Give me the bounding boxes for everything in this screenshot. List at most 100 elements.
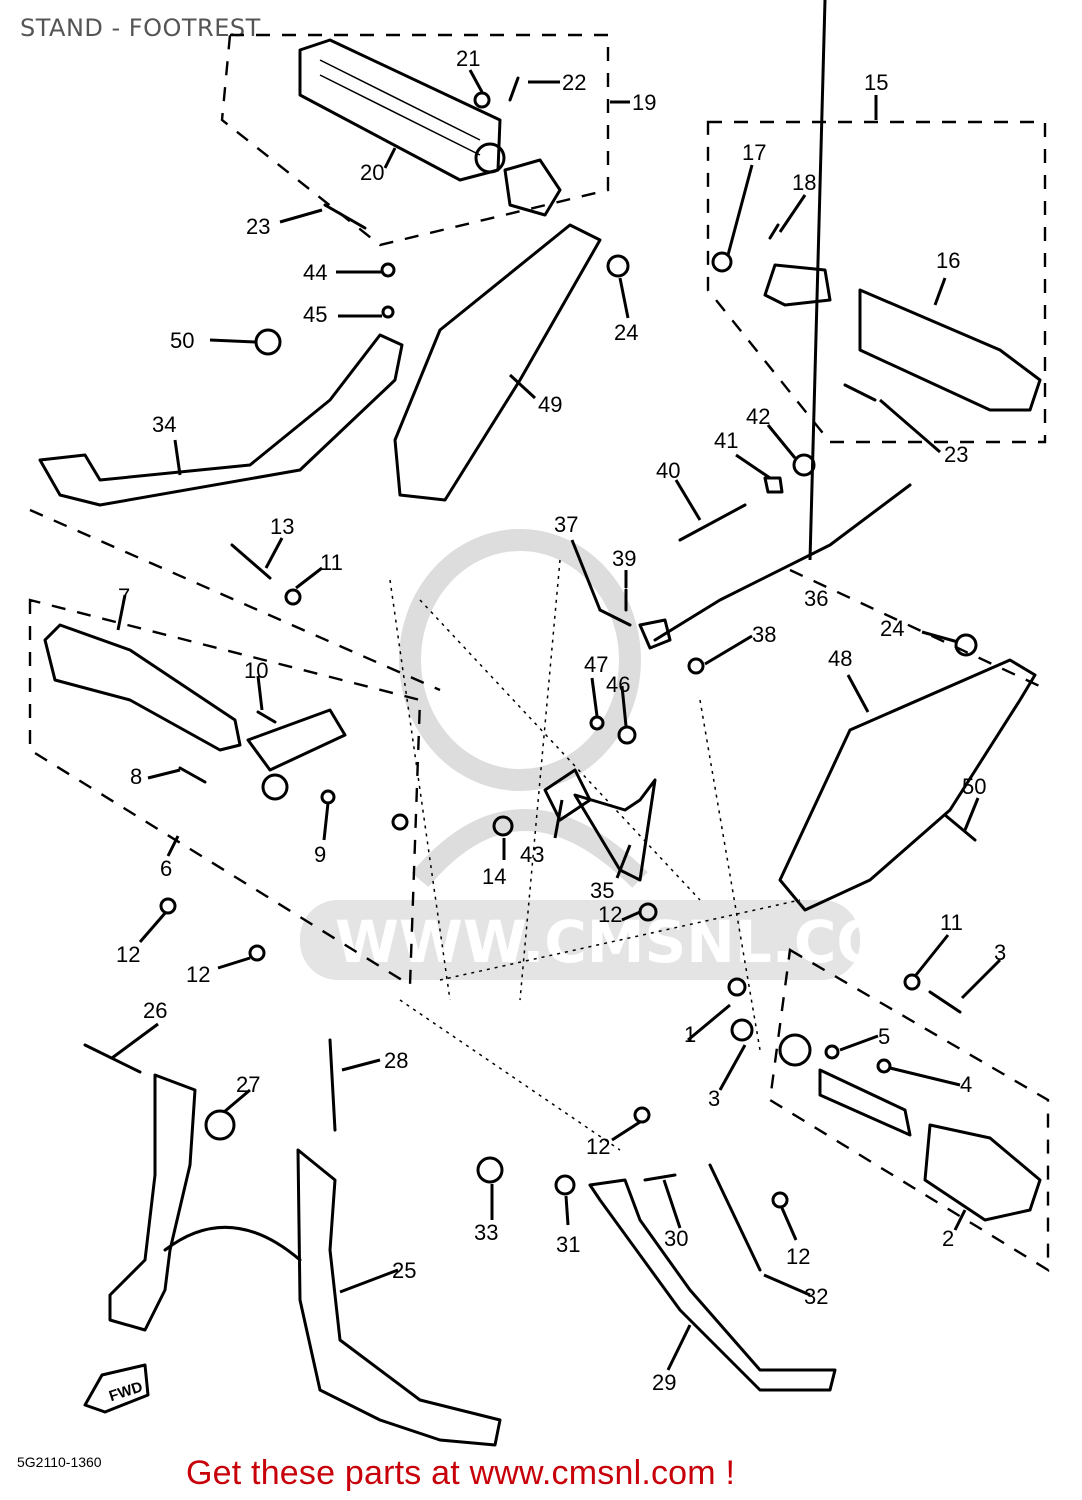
- part-25-stand-crossbar: [163, 1225, 302, 1262]
- callout-12[interactable]: 12: [786, 1244, 810, 1269]
- group-line-b: [789, 568, 1049, 692]
- promo-link[interactable]: Get these parts at www.cmsnl.com !: [186, 1454, 736, 1492]
- part-6-pivot: [261, 773, 289, 801]
- callout-34[interactable]: 34: [152, 412, 176, 437]
- callout-50[interactable]: 50: [962, 774, 986, 799]
- callout-13[interactable]: 13: [270, 514, 294, 539]
- part-14-nut: [492, 815, 514, 837]
- callout-2[interactable]: 2: [942, 1226, 954, 1251]
- group-line-a: [29, 508, 441, 692]
- callout-11[interactable]: 11: [940, 910, 963, 935]
- group-box-6: [28, 598, 422, 988]
- part-33-bracket: [476, 1156, 504, 1184]
- callout-8[interactable]: 8: [130, 764, 142, 789]
- part-11-washer-b: [903, 973, 921, 991]
- callout-24[interactable]: 24: [614, 320, 638, 345]
- callout-38[interactable]: 38: [752, 622, 776, 647]
- part-5-clip: [824, 1044, 840, 1060]
- fwd-label: FWD: [107, 1378, 145, 1405]
- part-1-pivot: [778, 1033, 812, 1067]
- drawing-code: 5G2110-1360: [17, 1454, 102, 1470]
- callout-3[interactable]: 3: [994, 940, 1006, 965]
- leader-lines: [111, 0, 1002, 1371]
- callout-5[interactable]: 5: [878, 1024, 890, 1049]
- callout-28[interactable]: 28: [384, 1048, 408, 1073]
- callout-12[interactable]: 12: [186, 962, 210, 987]
- part-13-bolt: [230, 543, 272, 580]
- callout-1[interactable]: 1: [684, 1022, 696, 1047]
- callout-49[interactable]: 49: [538, 392, 562, 417]
- callout-24[interactable]: 24: [880, 616, 904, 641]
- part-49-rear-bracket: [393, 223, 602, 502]
- part-50-bolt: [254, 328, 282, 356]
- watermark-ring: [399, 529, 641, 791]
- callout-44[interactable]: 44: [303, 260, 327, 285]
- callout-10[interactable]: 10: [244, 658, 268, 683]
- callout-12[interactable]: 12: [598, 902, 622, 927]
- callout-11[interactable]: 11: [320, 550, 343, 575]
- callout-31[interactable]: 31: [556, 1232, 580, 1257]
- callout-16[interactable]: 16: [936, 248, 960, 273]
- part-50-bolt-b: [943, 813, 977, 842]
- part-10-spring: [256, 710, 277, 724]
- callout-47[interactable]: 47: [584, 652, 608, 677]
- callout-43[interactable]: 43: [520, 842, 544, 867]
- callout-7[interactable]: 7: [118, 584, 130, 609]
- callout-42[interactable]: 42: [746, 404, 770, 429]
- part-17-pin: [711, 251, 733, 273]
- callout-27[interactable]: 27: [236, 1072, 260, 1097]
- part-9-clip: [320, 789, 336, 805]
- part-8-pin: [178, 766, 207, 784]
- callout-26[interactable]: 26: [143, 998, 167, 1023]
- callout-40[interactable]: 40: [656, 458, 680, 483]
- part-45-washer: [381, 305, 395, 319]
- callout-46[interactable]: 46: [606, 672, 630, 697]
- part-24-nut: [606, 254, 630, 278]
- callout-23[interactable]: 23: [944, 442, 968, 467]
- callout-19[interactable]: 19: [632, 90, 656, 115]
- part-38-washer: [687, 657, 705, 675]
- part-frame-boss: [391, 813, 409, 831]
- part-bracket-19: [503, 158, 562, 217]
- part-23-bolt-b: [843, 383, 877, 402]
- callout-18[interactable]: 18: [792, 170, 816, 195]
- callout-29[interactable]: 29: [652, 1370, 676, 1395]
- part-6-holder: [246, 708, 347, 772]
- callout-15[interactable]: 15: [864, 70, 888, 95]
- callout-41[interactable]: 41: [714, 428, 738, 453]
- part-25-stand-right-leg: [296, 1148, 502, 1447]
- part-rod-end: [638, 618, 672, 650]
- part-12-washer-b: [248, 944, 266, 962]
- part-22-clip: [508, 76, 520, 102]
- callout-17[interactable]: 17: [742, 140, 766, 165]
- callout-48[interactable]: 48: [828, 646, 852, 671]
- callout-39[interactable]: 39: [612, 546, 636, 571]
- part-21-pin: [473, 91, 491, 109]
- callout-21[interactable]: 21: [456, 46, 480, 71]
- callout-6[interactable]: 6: [160, 856, 172, 881]
- callout-22[interactable]: 22: [562, 70, 586, 95]
- callout-33[interactable]: 33: [474, 1220, 498, 1245]
- callout-14[interactable]: 14: [482, 864, 506, 889]
- part-48-front-bracket: [778, 658, 1037, 912]
- callout-12[interactable]: 12: [586, 1134, 610, 1159]
- callout-12[interactable]: 12: [116, 942, 140, 967]
- callout-45[interactable]: 45: [303, 302, 327, 327]
- callout-9[interactable]: 9: [314, 842, 326, 867]
- callout-36[interactable]: 36: [804, 586, 828, 611]
- part-29-side-stand: [588, 1178, 837, 1392]
- callout-50[interactable]: 50: [170, 328, 194, 353]
- callout-32[interactable]: 32: [804, 1284, 828, 1309]
- callout-4[interactable]: 4: [960, 1072, 972, 1097]
- callout-3[interactable]: 3: [708, 1086, 720, 1111]
- part-3-bolt: [928, 990, 962, 1014]
- part-2-footrest: [923, 1123, 1042, 1222]
- callout-20[interactable]: 20: [360, 160, 384, 185]
- group-box-1: [768, 948, 1050, 1273]
- part-23-bolt: [323, 203, 367, 230]
- callout-37[interactable]: 37: [554, 512, 578, 537]
- callout-35[interactable]: 35: [590, 878, 614, 903]
- callout-25[interactable]: 25: [392, 1258, 416, 1283]
- callout-30[interactable]: 30: [664, 1226, 688, 1251]
- callout-23[interactable]: 23: [246, 214, 270, 239]
